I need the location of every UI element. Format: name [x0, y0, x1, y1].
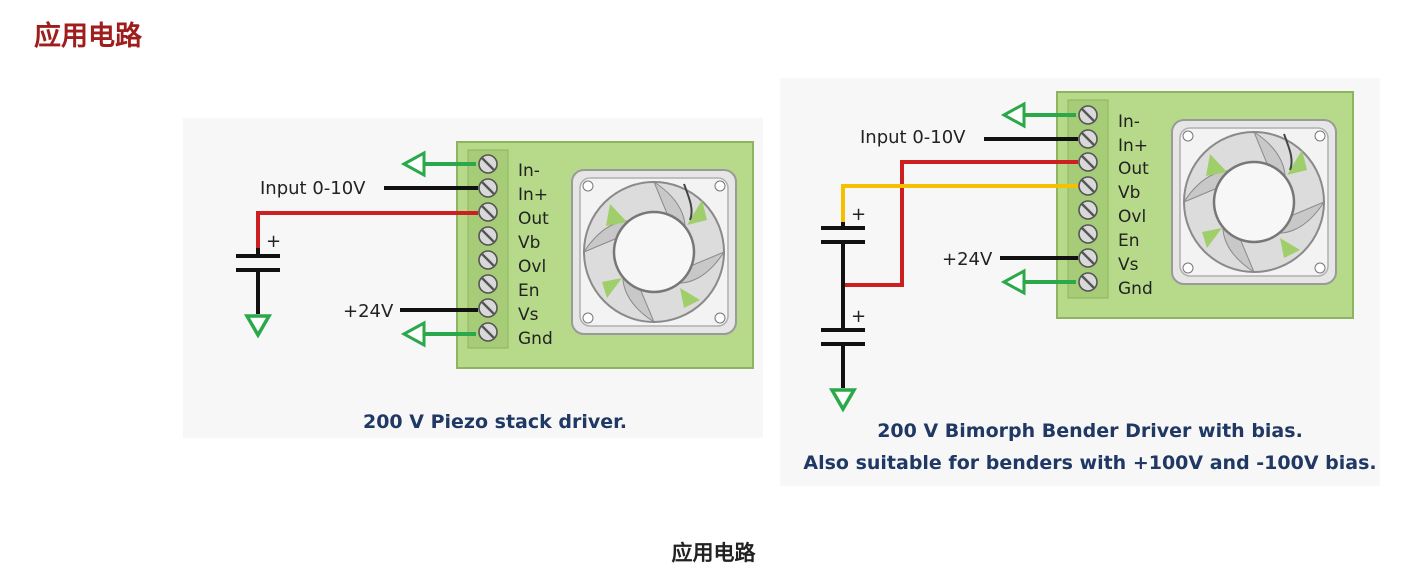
right-bottom-capacitor-icon — [821, 285, 865, 388]
left-circuit-caption: 200 V Piezo stack driver. — [363, 411, 627, 433]
left-terminal-screw — [477, 321, 499, 343]
right-ground-arrow-icon — [828, 388, 858, 413]
left-input-label: Input 0-10V — [260, 178, 366, 199]
left-gnd-ground-arrow-icon — [400, 320, 476, 348]
terminal-label: Out — [1118, 159, 1149, 179]
right-bias-wire — [841, 184, 1078, 224]
terminal-label: In- — [518, 161, 540, 181]
left-terminal-screw — [477, 225, 499, 247]
terminal-label: Ovl — [518, 257, 546, 277]
terminal-label: En — [1118, 231, 1140, 251]
right-supply-label: +24V — [942, 249, 993, 270]
left-ground-arrow-icon — [243, 314, 273, 339]
terminal-label: Vb — [518, 233, 540, 253]
right-circuit-caption-line2: Also suitable for benders with +100V and… — [803, 452, 1376, 474]
left-terminal-screw — [477, 249, 499, 271]
left-supply-label: +24V — [343, 301, 394, 322]
terminal-label: Vs — [1118, 255, 1139, 275]
left-terminal-screw — [477, 153, 499, 175]
left-in-minus-ground-arrow-icon — [400, 150, 476, 178]
right-top-capacitor-icon — [821, 222, 865, 285]
terminal-label: Vs — [518, 305, 539, 325]
right-in-minus-ground-arrow-icon — [1000, 101, 1076, 129]
left-terminal-screw — [477, 177, 499, 199]
terminal-label: Gnd — [1118, 279, 1153, 299]
right-terminal-screw — [1077, 151, 1099, 173]
right-terminal-screw — [1077, 271, 1099, 293]
terminal-label: In- — [1118, 112, 1140, 132]
terminal-label: Ovl — [1118, 207, 1146, 227]
terminal-label: In+ — [518, 185, 548, 205]
right-input-label: Input 0-10V — [860, 127, 966, 148]
figure-caption: 应用电路 — [671, 541, 756, 565]
right-terminal-screw — [1077, 247, 1099, 269]
right-terminal-screw — [1077, 175, 1099, 197]
right-circuit: In- In+ Out Vb Ovl En Vs Gnd Input 0-10V — [780, 78, 1380, 486]
right-top-capacitor-plus-label: + — [851, 204, 866, 225]
left-capacitor-icon — [236, 248, 280, 314]
right-terminal-screw — [1077, 104, 1099, 126]
left-cooling-fan — [570, 168, 738, 336]
right-circuit-caption-line1: 200 V Bimorph Bender Driver with bias. — [877, 420, 1303, 442]
terminal-label: Gnd — [518, 329, 553, 349]
right-terminal-screw — [1077, 128, 1099, 150]
left-terminal-screw — [477, 297, 499, 319]
left-terminal-screw — [477, 201, 499, 223]
right-terminal-screw — [1077, 199, 1099, 221]
right-bottom-capacitor-plus-label: + — [851, 306, 866, 327]
right-terminal-screw — [1077, 223, 1099, 245]
terminal-label: Out — [518, 209, 549, 229]
left-circuit: In- In+ Out Vb Ovl En Vs Gnd Input 0-10V… — [183, 118, 763, 438]
right-cooling-fan — [1170, 118, 1338, 286]
terminal-label: En — [518, 281, 540, 301]
left-output-wire — [256, 211, 478, 248]
right-gnd-ground-arrow-icon — [1000, 268, 1076, 296]
right-output-wire — [843, 160, 1078, 287]
left-capacitor-plus-label: + — [266, 231, 281, 252]
terminal-label: Vb — [1118, 183, 1140, 203]
right-terminal-labels: In- In+ Out Vb Ovl En Vs Gnd — [1118, 112, 1153, 299]
left-terminal-screw — [477, 273, 499, 295]
page-heading: 应用电路 — [34, 21, 142, 52]
left-terminal-labels: In- In+ Out Vb Ovl En Vs Gnd — [518, 161, 553, 349]
terminal-label: In+ — [1118, 136, 1148, 156]
